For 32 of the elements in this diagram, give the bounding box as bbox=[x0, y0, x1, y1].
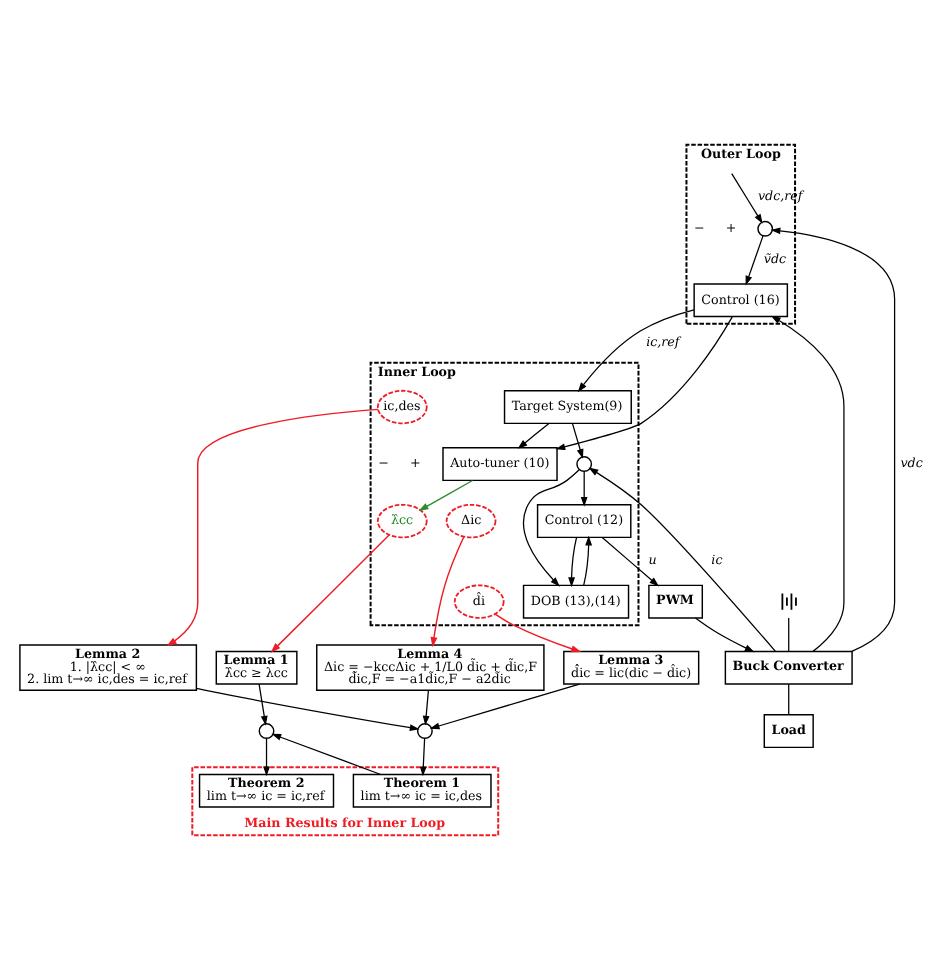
arrow bbox=[583, 534, 593, 585]
node-circle bbox=[258, 722, 275, 739]
arrow bbox=[258, 682, 268, 725]
arrow bbox=[166, 407, 379, 646]
arrow bbox=[555, 315, 733, 450]
arrow bbox=[494, 612, 582, 652]
arrow bbox=[694, 616, 755, 652]
arrow bbox=[271, 732, 382, 775]
connector bbox=[788, 682, 790, 715]
arrow bbox=[517, 422, 550, 448]
arrow bbox=[770, 226, 896, 652]
arrow bbox=[568, 535, 578, 587]
arrow bbox=[430, 535, 465, 647]
arrow bbox=[419, 736, 427, 776]
arrow bbox=[522, 468, 580, 586]
node-circle bbox=[576, 455, 593, 472]
arrow bbox=[770, 314, 845, 651]
connector bbox=[788, 616, 790, 652]
arrow bbox=[571, 422, 584, 458]
arrow bbox=[588, 466, 777, 651]
arrow bbox=[270, 533, 390, 652]
arrow bbox=[731, 171, 763, 223]
node-circle bbox=[757, 219, 774, 236]
node-circle bbox=[416, 722, 433, 739]
arrow bbox=[422, 688, 430, 725]
arrow bbox=[263, 736, 270, 776]
arrow bbox=[580, 470, 588, 506]
arrow bbox=[429, 682, 581, 729]
arrow bbox=[577, 308, 695, 392]
arrow bbox=[601, 535, 660, 586]
arrow bbox=[195, 686, 420, 731]
arrow bbox=[745, 234, 764, 285]
